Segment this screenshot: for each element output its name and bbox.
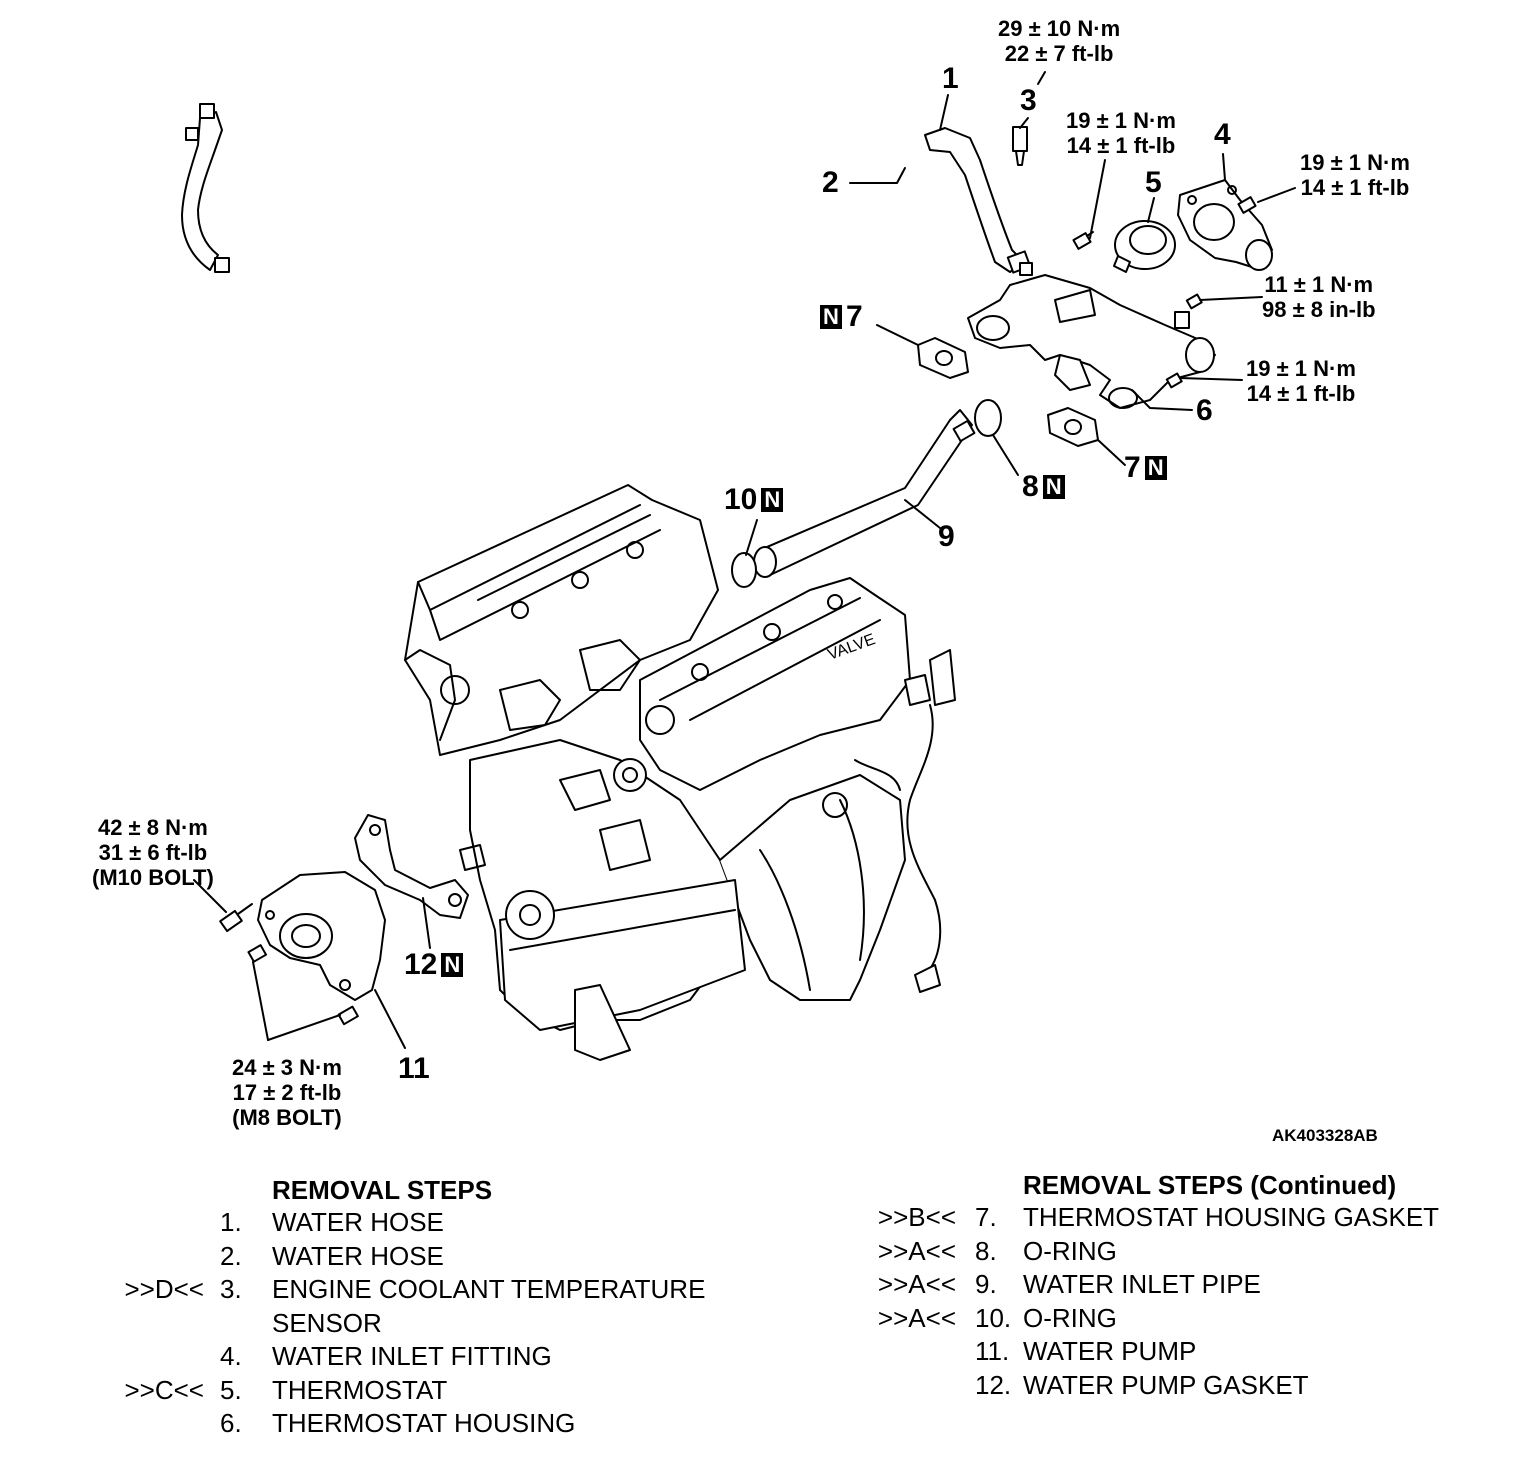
callout-1: 1 [942,62,959,95]
o-ring-10 [731,552,757,588]
removal-step: 6. THERMOSTAT HOUSING [0,1408,1536,1441]
thermostat-housing [967,274,1216,409]
new-part-mark: N [1144,456,1167,480]
thermostat [1113,220,1176,273]
step-text: WATER INLET FITTING [272,1341,552,1371]
step-number: 2. [220,1240,242,1271]
step-number: 7. [975,1202,997,1232]
step-text: ENGINE COOLANT TEMPERATURE [272,1274,706,1304]
step-number: 11. [975,1336,1010,1366]
step-number: 1. [220,1207,242,1237]
removal-step: 4. WATER INLET FITTING [0,1341,1536,1374]
service-point-marker: >>A<< [877,1269,956,1299]
exploded-view-diagram: VALVE [181,71,1296,1061]
water-hose-1 [924,127,1033,276]
step-text: WATER PUMP [1023,1336,1197,1366]
step-number: 5. [220,1374,242,1405]
bolts [219,196,1257,1026]
leader-lines [193,71,1296,1049]
service-point-marker: >>A<< [877,1235,956,1266]
water-pump-gasket [354,814,469,919]
removal-step: >>C<< 5. THERMOSTAT [0,1375,1536,1408]
thermostat-housing-gasket-upper [917,337,969,379]
step-number: 3. [220,1274,242,1304]
removal-step: >>A<< 10. O-RING [0,1303,1536,1336]
new-part-mark: N [820,305,842,329]
water-pump [257,871,386,1001]
new-part-mark: N [761,488,784,512]
callout-6: 6 [1196,394,1213,427]
step-text: O-RING [1023,1235,1117,1266]
callout-9: 9 [938,520,955,553]
service-point-marker: >>C<< [124,1374,204,1405]
removal-step: >>B<< 7. THERMOSTAT HOUSING GASKET [0,1202,1536,1235]
removal-steps-heading-continued: REMOVAL STEPS (Continued) [1023,1170,1397,1200]
step-text: WATER HOSE [272,1207,444,1237]
removal-step: 1. WATER HOSE [0,1207,1536,1240]
removal-step: SENSOR [0,1308,1536,1341]
step-number: 12. [975,1369,1012,1400]
removal-step: 12. WATER PUMP GASKET [0,1370,1536,1403]
step-number: 8. [975,1235,997,1266]
removal-step: >>A<< 9. WATER INLET PIPE [0,1269,1536,1302]
removal-steps-heading: REMOVAL STEPS [272,1175,493,1205]
callout-2: 2 [822,166,839,199]
step-text: WATER HOSE [272,1240,444,1271]
step-number: 4. [220,1341,242,1371]
water-inlet-fitting [1177,179,1273,271]
callout-5: 5 [1145,166,1162,199]
thermostat-housing-gasket-lower [1047,407,1099,447]
water-inlet-pipe [753,409,976,578]
engine-assembly: VALVE [404,484,956,1061]
step-text: O-RING [1023,1302,1117,1333]
step-number: 10. [975,1302,1012,1333]
step-text: WATER PUMP GASKET [1023,1369,1309,1400]
removal-step: 11. WATER PUMP [0,1336,1536,1369]
coolant-temperature-sensor [1012,126,1028,166]
step-text: WATER INLET PIPE [1023,1269,1261,1299]
o-ring-8 [974,399,1002,437]
callout-3: 3 [1020,84,1037,117]
figure-code: AK403328AB [1272,1126,1378,1145]
step-text: THERMOSTAT HOUSING GASKET [1023,1202,1440,1232]
water-hose-2 [181,103,230,273]
callout-4: 4 [1214,118,1231,151]
removal-step: >>A<< 8. O-RING [0,1236,1536,1269]
new-part-mark: N [441,953,464,977]
service-point-marker: >>B<< [877,1202,956,1232]
service-point-marker: >>D<< [124,1274,204,1304]
new-part-mark: N [1042,475,1065,499]
callout-11: 11 [398,1052,430,1085]
step-number: 6. [220,1408,242,1438]
removal-step: 2. WATER HOSE [0,1241,1536,1274]
step-text: THERMOSTAT [272,1374,448,1405]
step-text: THERMOSTAT HOUSING [272,1408,576,1438]
removal-step: >>D<< 3. ENGINE COOLANT TEMPERATURE [0,1274,1536,1307]
step-text: SENSOR [272,1307,382,1338]
service-point-marker: >>A<< [877,1302,956,1333]
step-number: 9. [975,1269,997,1299]
